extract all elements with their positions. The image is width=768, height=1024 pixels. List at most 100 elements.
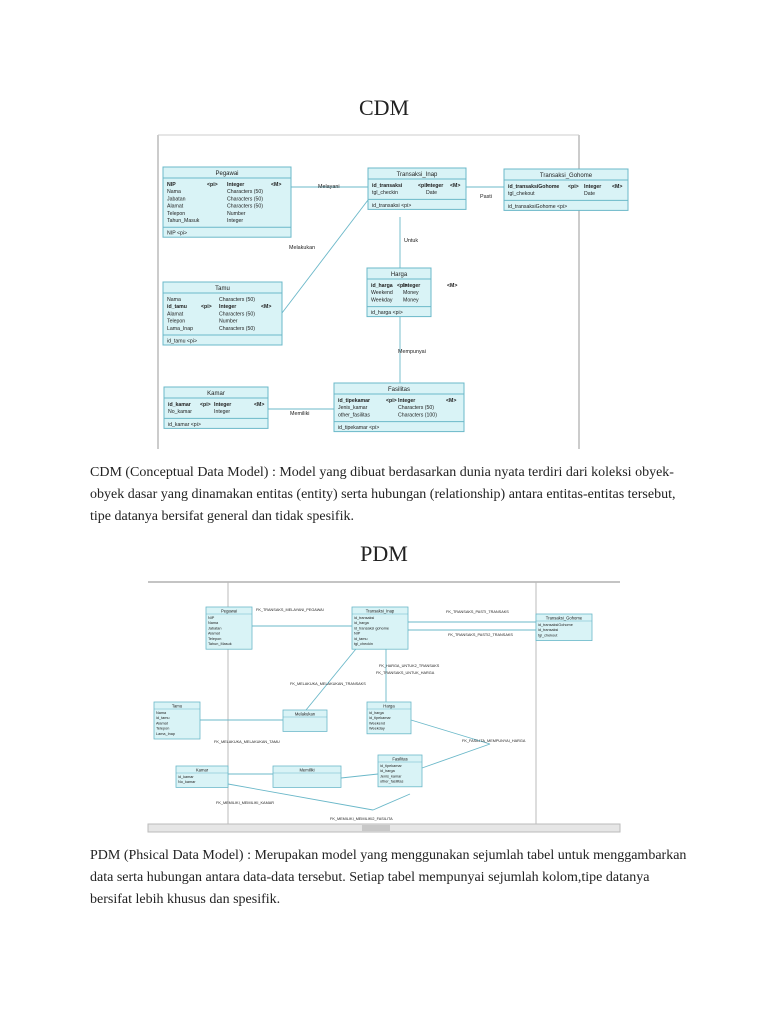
- cdm-entity-transaksi_inap: Transaksi_Inapid_transaksi<pi>Integer<M>…: [367, 167, 467, 210]
- pdm-fk-label: FK_HARGA_UNTUK2_TRANSAKS: [379, 664, 440, 668]
- cdm-attribute-cell: <M>: [261, 304, 271, 310]
- pdm-fk-label: FK_TRANSAKS_UNTUK_HARGA: [376, 671, 435, 675]
- cdm-attribute-cell: id_tipekamar: [338, 398, 370, 404]
- pdm-description: PDM (Phsical Data Model) : Merupakan mod…: [90, 848, 687, 907]
- pdm-table-transaksi_gohome: Transaksi_Gohomeid_transaksiGohomeid_tra…: [535, 613, 593, 642]
- pdm-table-pegawai: PegawaiNIPNamaJabatanAlamatTeleponTahun_…: [205, 606, 253, 650]
- cdm-relationship-label: Melakukan: [289, 245, 315, 251]
- pdm-column-name: id_transaksiGohome: [538, 623, 573, 627]
- cdm-attribute-cell: Characters (50): [219, 326, 255, 332]
- pdm-column-name: Alamat: [208, 632, 221, 636]
- pdm-fk-label: FK_MELAKUKA_MELAKUKAN_TAMU: [214, 740, 280, 744]
- cdm-attribute-cell: tgl_chekout: [508, 191, 535, 197]
- cdm-attribute-cell: Integer: [584, 184, 601, 190]
- cdm-attribute-cell: Characters (50): [219, 311, 255, 317]
- cdm-entity-identifier: id_kamar <pi>: [168, 422, 201, 428]
- pdm-column-name: id_tipekamar: [369, 716, 391, 720]
- cdm-attribute-cell: id_transaksi: [372, 183, 403, 189]
- cdm-entity-identifier: NIP <pi>: [167, 231, 187, 237]
- cdm-attribute-cell: Characters (50): [219, 297, 255, 303]
- pdm-fk-label: FK_TRANSAKS_PASTI_TRANSAKS: [446, 610, 509, 614]
- cdm-relationship-label: Pasti: [480, 194, 492, 200]
- pdm-column-name: NIP: [208, 616, 215, 620]
- cdm-attribute-cell: Integer: [227, 182, 244, 188]
- pdm-column-name: id_tamu: [354, 637, 368, 641]
- cdm-entity-identifier: id_tamu <pi>: [167, 339, 197, 345]
- cdm-attribute-cell: <pi>: [397, 283, 408, 289]
- pdm-fk-label: FK_MELAKUKA_MELAKUKAN_TRANSAKS: [290, 682, 366, 686]
- pdm-column-name: Jabatan: [208, 626, 222, 630]
- pdm-table-transaksi_inap: Transaksi_Inapid_transaksiid_hargaid_tra…: [351, 606, 409, 650]
- cdm-attribute-cell: tgl_checkin: [372, 190, 398, 196]
- cdm-attribute-cell: Integer: [426, 183, 443, 189]
- cdm-attribute-cell: Date: [426, 190, 437, 196]
- cdm-attribute-cell: id_harga: [371, 283, 393, 289]
- cdm-attribute-cell: Weekend: [371, 290, 393, 296]
- cdm-attribute-cell: id_transaksiGohome: [508, 184, 559, 190]
- cdm-attribute-cell: <M>: [271, 182, 281, 188]
- cdm-attribute-cell: Telepon: [167, 319, 185, 325]
- cdm-attribute-cell: Jabatan: [167, 196, 186, 202]
- cdm-attribute-cell: Weekday: [371, 297, 393, 303]
- pdm-column-name: No_kamar: [178, 780, 196, 784]
- cdm-attribute-cell: Integer: [227, 218, 243, 224]
- cdm-entity-identifier: id_transaksi <pi>: [372, 203, 411, 209]
- relationship-line: [421, 743, 491, 769]
- cdm-attribute-cell: Integer: [214, 402, 231, 408]
- pdm-column-name: id_kamar: [178, 775, 194, 779]
- cdm-entity-identifier: id_transaksiGohome <pi>: [508, 204, 567, 210]
- pdm-column-name: Nama: [208, 621, 219, 625]
- pdm-relationship-lines: [200, 621, 536, 811]
- pdm-fk-label: FK_FASILITA_MEMPUNYAI_HARGA: [462, 739, 526, 743]
- pdm-column-name: Tahun_Masuk: [208, 642, 232, 646]
- pdm-table-title: Transaksi_Gohome: [546, 615, 583, 620]
- cdm-attribute-cell: <M>: [447, 283, 457, 289]
- cdm-attribute-cell: Nama: [167, 297, 181, 303]
- cdm-attribute-cell: <pi>: [568, 184, 579, 190]
- cdm-attribute-cell: <M>: [612, 184, 622, 190]
- pdm-table-title: Kamar: [196, 767, 209, 772]
- pdm-heading: PDM: [360, 541, 408, 566]
- pdm-column-name: id_tamu: [156, 716, 170, 720]
- cdm-entity-title: Transaksi_Inap: [397, 172, 438, 178]
- pdm-fk-label: FK_TRANSAKS_PASTI2_TRANSAKS: [448, 633, 513, 637]
- cdm-entity-title: Pegawai: [215, 171, 238, 177]
- cdm-attribute-cell: Number: [219, 319, 238, 325]
- relationship-line: [305, 643, 361, 711]
- pdm-diagram: PegawaiNIPNamaJabatanAlamatTeleponTahun_…: [147, 581, 621, 833]
- cdm-entity-identifier: id_tipekamar <pi>: [338, 425, 379, 431]
- cdm-attribute-cell: <M>: [450, 183, 460, 189]
- pdm-column-name: tgl_chekout: [538, 633, 558, 637]
- cdm-attribute-cell: <M>: [446, 398, 456, 404]
- cdm-attribute-cell: Number: [227, 211, 246, 217]
- pdm-column-name: Weekday: [369, 727, 385, 731]
- cdm-entity-title: Fasilitas: [388, 387, 410, 393]
- pdm-table-title: Melakukan: [295, 711, 316, 716]
- cdm-entity-fasilitas: Fasilitasid_tipekamar<pi>Integer<M>Jenis…: [333, 382, 465, 433]
- cdm-entity-transaksi_gohome: Transaksi_Gohomeid_transaksiGohome<pi>In…: [503, 168, 629, 211]
- cdm-relationship-label: Melayani: [318, 184, 340, 190]
- pdm-column-name: id_harga: [369, 711, 385, 715]
- cdm-attribute-cell: <pi>: [201, 304, 212, 310]
- cdm-entity-title: Kamar: [207, 391, 225, 397]
- pdm-table-title: Harga: [383, 703, 395, 708]
- cdm-attribute-cell: Integer: [219, 304, 236, 310]
- cdm-attribute-cell: Alamat: [167, 311, 184, 317]
- cdm-attribute-cell: Nama: [167, 189, 181, 195]
- pdm-fk-label: FK_MEMILIKI_MEMILIKI_KAMAR: [216, 801, 274, 805]
- cdm-attribute-cell: NIP: [167, 182, 176, 188]
- cdm-attribute-cell: id_kamar: [168, 402, 191, 408]
- relationship-line: [227, 783, 374, 811]
- pdm-fk-label: FK_MEMILIKI_MEMILIKI2_FASILITA: [330, 817, 393, 821]
- pdm-table-fasilitas: Fasilitasid_tipekamarid_hargaJenis_kamar…: [377, 754, 423, 788]
- cdm-attribute-cell: Money: [403, 290, 419, 296]
- cdm-attribute-cell: other_fasilitas: [338, 412, 370, 418]
- cdm-attribute-cell: Tahun_Masuk: [167, 218, 200, 224]
- cdm-relationship-lines: [268, 186, 504, 410]
